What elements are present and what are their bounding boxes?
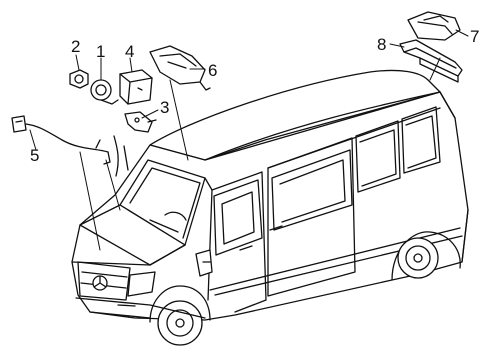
callout-2: 2 [71,37,80,56]
callout-1: 1 [96,42,105,61]
part-module [119,69,153,105]
callout-3: 3 [160,98,169,117]
part-sensor-housing [149,45,211,91]
part-bracket [124,111,157,133]
part-horn [90,79,119,105]
van-illustration [71,69,469,346]
callout-7: 7 [470,27,479,46]
callout-labels: 2 1 4 3 6 5 7 8 [30,27,479,165]
callout-5: 5 [30,146,39,165]
callout-8: 8 [377,35,386,54]
part-wiring-harness [11,115,129,177]
callout-6: 6 [208,61,217,80]
part-nut [69,69,89,89]
callout-4: 4 [125,42,134,61]
leader-lines [29,29,469,251]
part-lamp-unit [407,11,461,41]
part-roof-panel [399,39,463,83]
